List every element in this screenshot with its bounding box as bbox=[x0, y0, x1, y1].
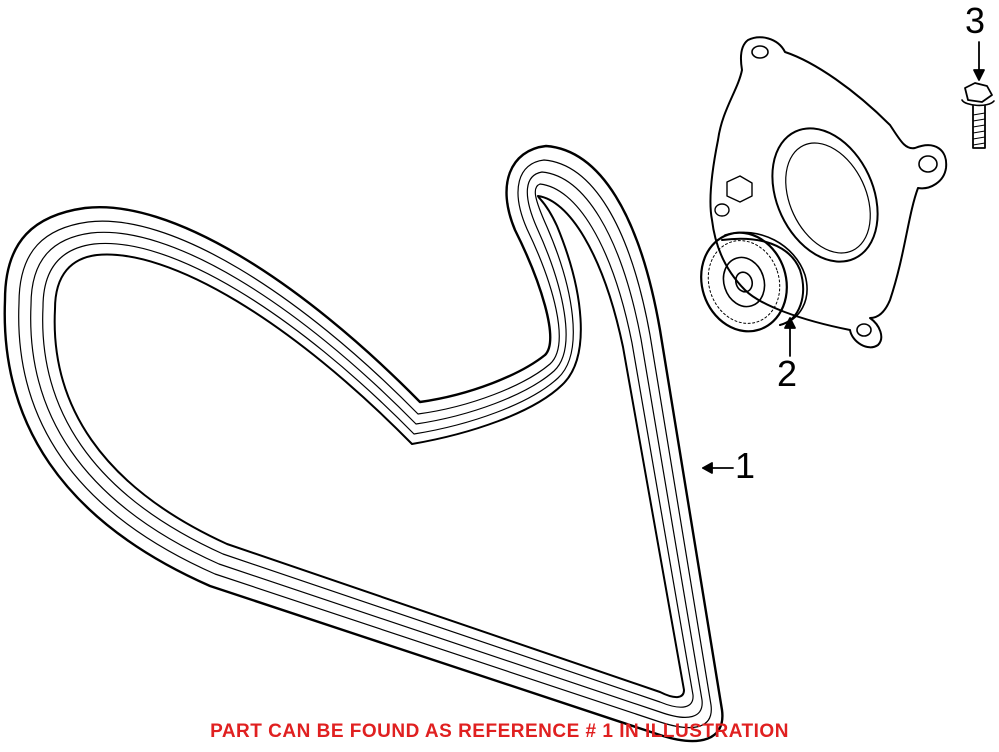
belt-rib-3 bbox=[42, 183, 694, 708]
pulley-face bbox=[700, 231, 788, 333]
belt-rib-1 bbox=[18, 159, 712, 729]
leader-bolt-arrowhead bbox=[973, 69, 985, 81]
ear-hole-right bbox=[918, 155, 938, 173]
serpentine-belt bbox=[3, 144, 724, 743]
leader-lines bbox=[702, 41, 985, 474]
tensioner-arm bbox=[724, 231, 808, 326]
ear-hole-top bbox=[751, 45, 769, 59]
tensioner-housing bbox=[709, 36, 948, 349]
housing-bore-inner bbox=[785, 142, 871, 254]
pulley-hub bbox=[722, 256, 766, 308]
pulley-rim bbox=[721, 237, 805, 326]
belt-outer-edge bbox=[3, 144, 724, 743]
housing-bore bbox=[771, 127, 879, 263]
leader-tensioner-arrowhead bbox=[784, 317, 796, 329]
housing-stud bbox=[714, 203, 730, 217]
callout-tensioner: 2 bbox=[777, 353, 798, 394]
ear-hole-bottom bbox=[856, 323, 872, 337]
bolt-head bbox=[964, 82, 993, 103]
pulley-center bbox=[734, 271, 754, 293]
bolt bbox=[961, 82, 995, 149]
callout-bolt: 3 bbox=[965, 0, 986, 41]
belt-rib-2 bbox=[30, 171, 703, 718]
callout-belt: 1 bbox=[735, 445, 756, 486]
leader-belt-arrowhead bbox=[702, 462, 713, 474]
bolt-thread bbox=[972, 112, 986, 146]
pulley-ribs bbox=[707, 240, 781, 324]
belt-tensioner bbox=[700, 36, 948, 349]
bolt-flange bbox=[961, 99, 995, 107]
belt-inner-edge bbox=[53, 195, 685, 698]
reference-notice: PART CAN BE FOUND AS REFERENCE # 1 IN IL… bbox=[210, 721, 789, 742]
housing-nut bbox=[726, 175, 753, 203]
